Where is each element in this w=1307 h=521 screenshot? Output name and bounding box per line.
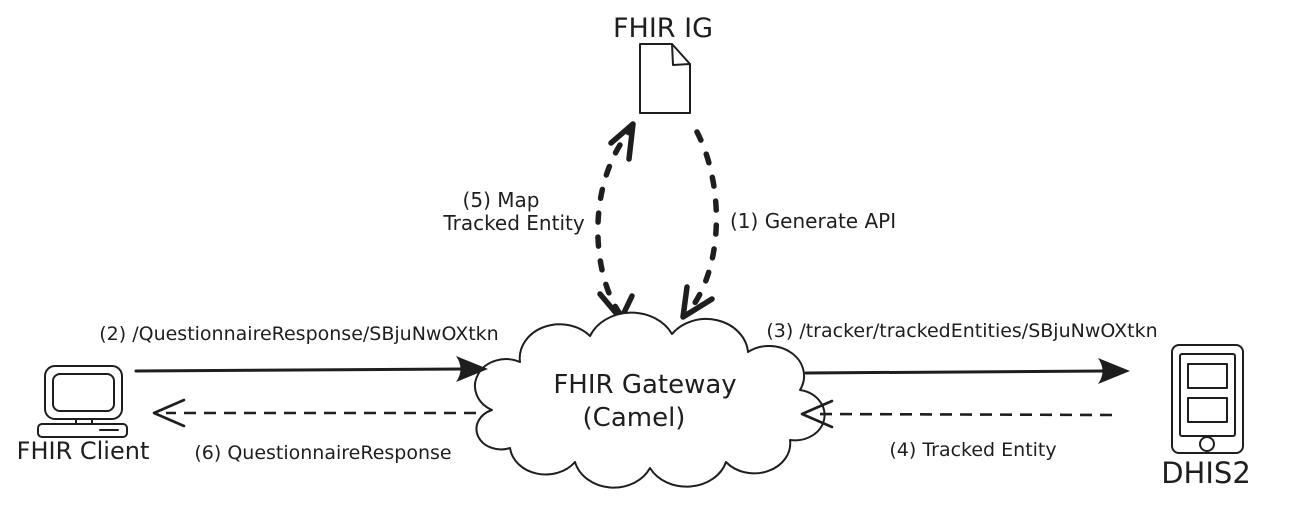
screen-widget-top [1187,363,1228,389]
node-dhis2: DHIS2 [1161,344,1251,490]
arrow-questionnaire-request: (2) /QuestionnaireResponse/SBjuNwOXtkn [99,323,499,382]
screen-widget-bottom [1187,397,1228,423]
questionnaire-return-label: (6) QuestionnaireResponse [194,442,451,464]
gateway-label-line2: (Camel) [583,403,686,433]
desktop-computer-icon [37,365,128,438]
document-icon [639,43,691,114]
tracked-entity-return-line [813,412,1113,417]
arrowhead-right-icon [1098,358,1130,384]
questionnaire-request-label: (2) /QuestionnaireResponse/SBjuNwOXtkn [99,323,498,345]
mobile-device-icon [1171,344,1244,454]
monitor-screen [52,373,115,412]
arrow-tracker-request: (3) /tracker/trackedEntities/SBjuNwOXtkn [766,320,1158,384]
node-fhir-ig: FHIR IG [613,13,713,114]
home-button [1199,436,1215,452]
fhir-client-label: FHIR Client [17,437,150,465]
tracker-request-label: (3) /tracker/trackedEntities/SBjuNwOXtkn [766,320,1157,342]
questionnaire-request-line [134,367,464,373]
device-screen [1179,353,1236,437]
map-tracked-entity-curve [595,129,632,317]
generate-api-label: (1) Generate API [730,209,896,233]
computer-base [37,423,128,438]
gateway-label-line1: FHIR Gateway [553,370,736,400]
arrow-generate-api: (1) Generate API [680,129,896,320]
arrowhead-left-icon [800,399,834,429]
arrowhead-right-icon [456,356,488,382]
document-fold-corner [671,43,691,66]
tracker-request-line [804,369,1106,375]
arrowhead-up-icon [608,121,636,162]
cloud-icon [473,311,826,489]
map-tracked-entity-label-line2: Tracked Entity [442,211,585,235]
arrowhead-left-icon [152,398,186,428]
arrow-questionnaire-return: (6) QuestionnaireResponse [152,398,476,464]
fhir-ig-label: FHIR IG [613,13,713,44]
arrow-map-tracked-entity: (5) Map Tracked Entity [442,121,636,322]
arrow-tracked-entity-return: (4) Tracked Entity [800,399,1113,461]
map-tracked-entity-label-line1: (5) Map [463,188,540,212]
document-body [639,43,691,114]
generate-api-curve [687,129,720,313]
tracked-entity-return-label: (4) Tracked Entity [889,439,1056,461]
node-fhir-client: FHIR Client [17,365,150,465]
dhis2-label: DHIS2 [1161,456,1251,490]
node-gateway: FHIR Gateway (Camel) [473,311,826,489]
arrowhead-down-icon [680,284,715,320]
